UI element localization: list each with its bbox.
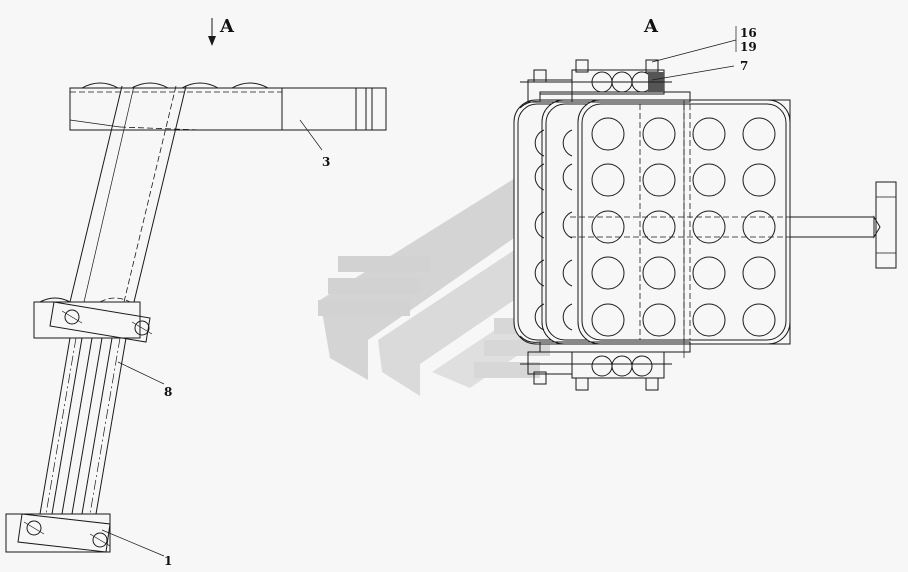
callout-8: 8 [117,361,172,399]
svg-text:3: 3 [322,155,330,169]
callout-3: 3 [299,119,330,169]
bottom-hardware [519,335,691,391]
svg-text:8: 8 [164,385,172,399]
rod-bundle [39,337,127,515]
top-hardware [519,59,691,109]
top-bracket [69,82,387,131]
callout-16-19: 16 19 [651,26,757,63]
view-a: A [513,16,897,391]
svg-text:7: 7 [740,59,748,73]
side-view: A [5,16,387,568]
view-arrow: A [208,16,235,46]
callout-1: 1 [101,529,172,568]
view-arrow-label: A [219,16,235,37]
view-a-title: A [643,16,659,37]
shaft [570,181,897,269]
bottom-clamp [5,513,111,553]
middle-clamp [33,297,153,343]
rear-hole-arcs [534,129,573,331]
svg-text:1: 1 [164,554,172,568]
hole-grid [591,117,776,337]
svg-text:19: 19 [740,40,757,54]
upper-arms [69,85,187,303]
callout-7: 7 [651,59,748,81]
svg-text:16: 16 [740,26,757,40]
